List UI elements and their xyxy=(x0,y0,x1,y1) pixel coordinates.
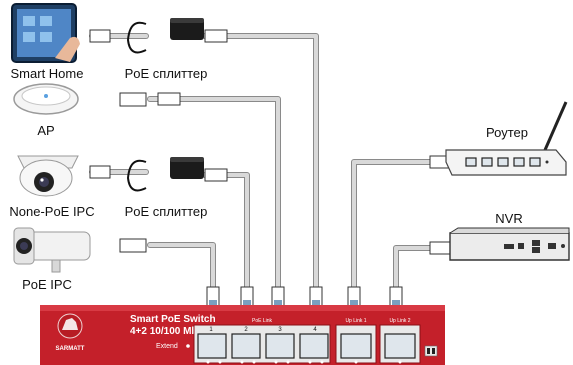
plug-port4 xyxy=(309,286,323,308)
switch-title-line1: Smart PoE Switch xyxy=(130,314,216,325)
port-number-3: 3 xyxy=(278,327,282,333)
plug-poe-ipc xyxy=(119,238,147,253)
rj45-port-1[interactable] xyxy=(197,333,227,359)
none-poe-ipc-label: None-PoE IPC xyxy=(9,204,94,219)
plug-uplink2 xyxy=(389,286,403,308)
sarmatt-logo: SARMATT xyxy=(56,313,85,352)
rj45-port-3[interactable] xyxy=(265,333,295,359)
rj45-port-2[interactable] xyxy=(231,333,261,359)
poe-switch: SARMATT Smart PoE Switch 4+2 10/100 Mbps… xyxy=(40,305,445,365)
hand-icon xyxy=(55,36,80,62)
plug-port2 xyxy=(240,286,254,308)
port-number-2: 2 xyxy=(244,327,248,333)
router-ports xyxy=(465,157,549,167)
plug-port1 xyxy=(206,286,220,308)
rj45-uplink-2[interactable] xyxy=(384,333,416,359)
smart-home-device xyxy=(11,3,80,63)
plug-splitter-top-out xyxy=(204,29,228,43)
extend-label: Extend xyxy=(156,343,178,350)
plug-smart-home xyxy=(89,29,111,43)
nvr-label: NVR xyxy=(495,211,522,226)
splitter-mid-label: PoE сплиттер xyxy=(125,204,208,219)
rj45-uplink-1[interactable] xyxy=(340,333,372,359)
plug-port3 xyxy=(271,286,285,308)
dip-switch[interactable] xyxy=(424,345,438,357)
extend-led xyxy=(186,344,190,348)
access-point-device xyxy=(13,83,79,115)
switch-title-line2: 4+2 10/100 Mbps xyxy=(130,326,210,337)
plug-splitter-mid-out xyxy=(204,168,228,182)
poe-splitter-mid xyxy=(170,157,204,179)
uplink2-label: Up Link 2 xyxy=(389,318,410,324)
dome-camera-device xyxy=(17,155,79,197)
rj45-plugs xyxy=(89,29,451,308)
smart-home-label: Smart Home xyxy=(11,66,84,81)
poe-splitter-top xyxy=(170,18,204,40)
ap-label: AP xyxy=(37,123,54,138)
poe-ipc-label: PoE IPC xyxy=(22,277,72,292)
plug-nvr xyxy=(429,241,451,255)
router-label: Роутер xyxy=(486,125,528,140)
port-number-4: 4 xyxy=(313,327,317,333)
uplink1-label: Up Link 1 xyxy=(345,318,366,324)
plug-ap-cable xyxy=(157,92,181,106)
nvr-device xyxy=(449,227,570,261)
plug-uplink1 xyxy=(347,286,361,308)
plug-none-poe-ipc xyxy=(89,165,111,179)
plug-ap xyxy=(119,92,147,107)
port-number-1: 1 xyxy=(209,327,213,333)
brand-text: SARMATT xyxy=(56,346,85,352)
poe-link-label: PoE Link xyxy=(252,318,273,324)
rj45-port-4[interactable] xyxy=(299,333,329,359)
status-leds xyxy=(206,360,402,364)
splitter-top-label: PoE сплиттер xyxy=(125,66,208,81)
router-device xyxy=(445,101,568,176)
bullet-camera-device xyxy=(13,227,91,273)
